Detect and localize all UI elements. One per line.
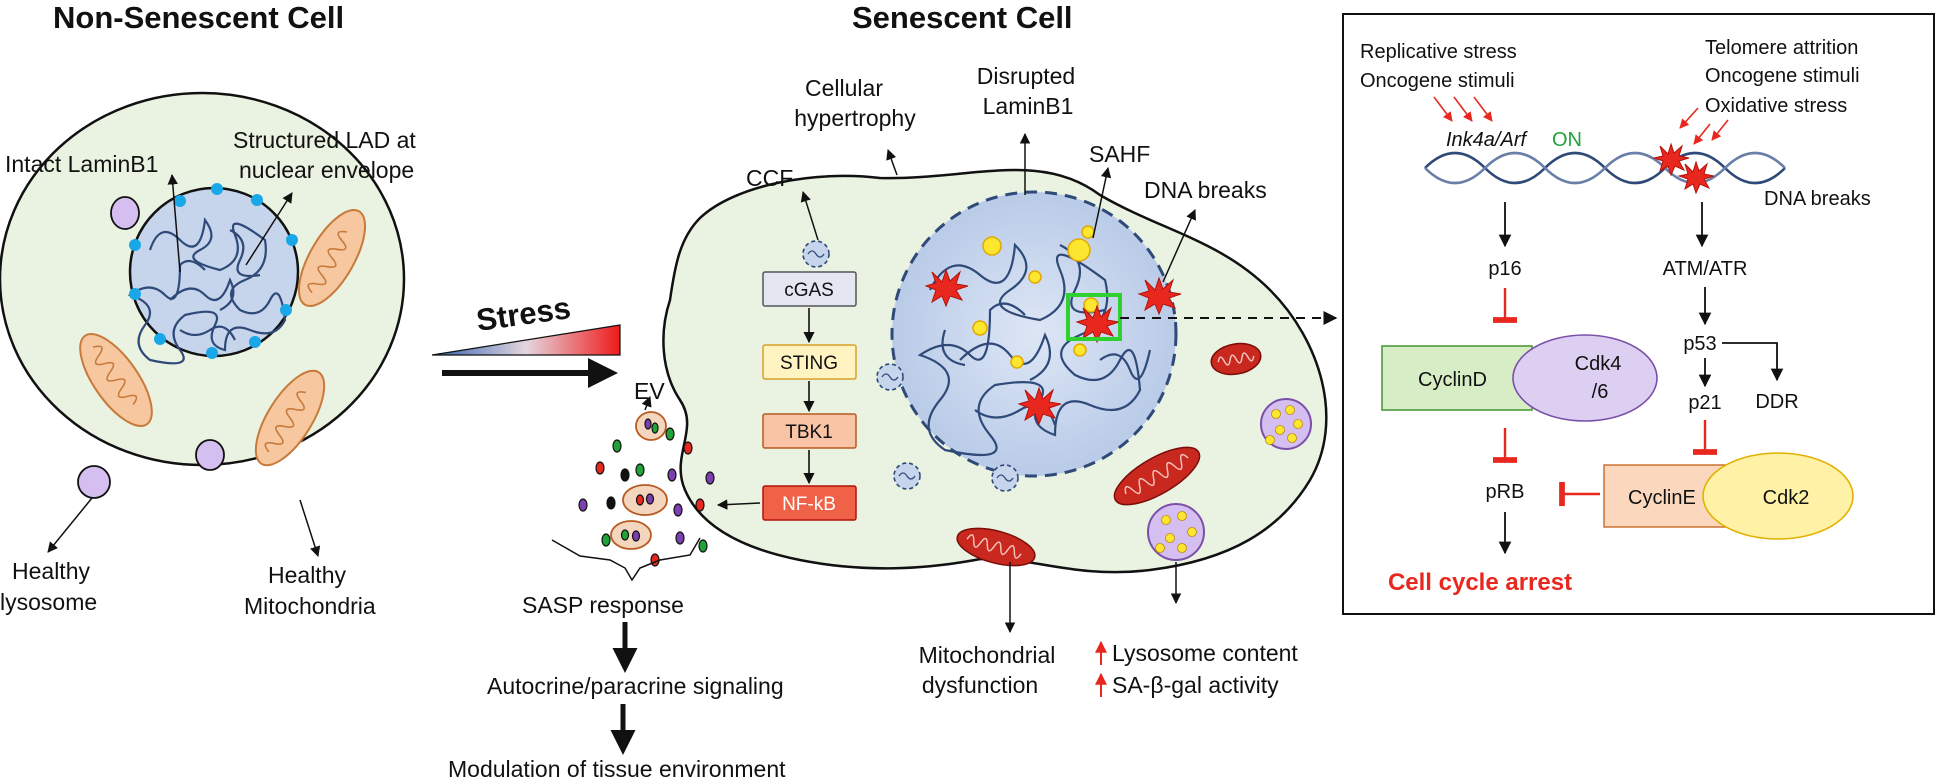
healthy-mito-label-line2: Mitochondria	[244, 593, 376, 619]
sting-label: STING	[780, 353, 838, 374]
atm-atr-label: ATM/ATR	[1663, 258, 1748, 280]
ddr-label: DDR	[1755, 391, 1798, 413]
disrupted-label-line2: LaminB1	[983, 93, 1074, 119]
dna-breaks-label: DNA breaks	[1144, 177, 1267, 203]
telomere-label: Telomere attrition	[1705, 37, 1858, 59]
chromatin-loops	[127, 217, 287, 365]
stress-gradient-wedge	[431, 324, 621, 356]
cdk2-ellipse	[1702, 452, 1854, 540]
senescent-title: Senescent Cell	[852, 0, 1073, 35]
cdk2-label: Cdk2	[1763, 487, 1810, 509]
cdk46-ellipse	[1512, 334, 1658, 422]
sahf-label: SAHF	[1089, 141, 1150, 167]
modulation-label: Modulation of tissue environment	[448, 756, 786, 782]
enlarged-lysosomes	[1147, 398, 1312, 561]
replicative-stress-label: Replicative stress	[1360, 41, 1517, 63]
healthy-lysosomes	[77, 196, 225, 499]
lysosome-content-label: Lysosome content	[1112, 640, 1298, 666]
on-label: ON	[1552, 129, 1582, 151]
signaling-label: Autocrine/paracrine signaling	[487, 673, 784, 699]
nfkb-box	[762, 485, 857, 521]
cdk46-label-line2: /6	[1592, 381, 1609, 403]
senescent-cell	[551, 132, 1338, 634]
stimulus-arrows	[1433, 96, 1729, 145]
mito-dysfunction-label-line1: Mitochondrial	[919, 642, 1056, 668]
p53-to-ddr-arrow	[1722, 342, 1784, 382]
dna-break-starbursts	[924, 268, 1182, 426]
oxidative-label: Oxidative stress	[1705, 95, 1847, 117]
ev-sasp-cluster	[551, 411, 761, 582]
healthy-lysosome-label-line1: Healthy	[12, 558, 90, 584]
ink4a-arf-label: Ink4a/Arf	[1446, 129, 1528, 151]
disrupted-chromatin	[917, 242, 1152, 457]
p53-label: p53	[1683, 333, 1716, 355]
sa-bgal-label: SA-β-gal activity	[1112, 672, 1279, 698]
tbk1-box	[762, 413, 857, 449]
p21-label: p21	[1688, 392, 1721, 414]
stress-indicator	[431, 324, 621, 388]
disrupted-label-line1: Disrupted	[977, 63, 1075, 89]
healthy-mito-label-line1: Healthy	[268, 562, 346, 588]
healthy-lysosome-label-line2: lysosome	[0, 589, 97, 615]
dna-helix	[1424, 151, 1786, 185]
dna-breaks-panel-label: DNA breaks	[1764, 188, 1871, 210]
intact-laminb1-label: Intact LaminB1	[5, 151, 158, 177]
structured-lad-label-line2: nuclear envelope	[239, 157, 414, 183]
structured-lad-label-line1: Structured LAD at	[233, 127, 416, 153]
ev-label: EV	[634, 378, 665, 404]
non-senescent-cell	[0, 91, 406, 557]
hypertrophy-label-line1: Cellular	[805, 75, 883, 101]
cgas-sting-pathway	[762, 271, 857, 521]
lamin-dots	[129, 183, 298, 359]
cdk46-label-line1: Cdk4	[1575, 353, 1622, 375]
oncogene-right-label: Oncogene stimuli	[1705, 65, 1860, 87]
helix-break-starbursts	[1652, 142, 1715, 195]
dysfunctional-mitochondria	[956, 342, 1262, 567]
cgas-box	[762, 271, 857, 307]
healthy-mitochondria	[79, 208, 367, 467]
cyclind-label: CyclinD	[1418, 369, 1487, 391]
oncogene-left-label: Oncogene stimuli	[1360, 70, 1515, 92]
prb-label: pRB	[1486, 481, 1525, 503]
cycline-label: CyclinE	[1628, 487, 1696, 509]
nfkb-label: NF-kB	[782, 494, 836, 515]
p16-label: p16	[1488, 258, 1521, 280]
ccf-label: CCF	[746, 165, 793, 191]
non-senescent-title: Non-Senescent Cell	[53, 0, 344, 35]
cell-cycle-arrest-label: Cell cycle arrest	[1388, 569, 1572, 596]
sting-box	[762, 344, 857, 380]
stress-label: Stress	[474, 290, 573, 338]
disrupted-nucleus	[890, 190, 1178, 478]
sasp-response-label: SASP response	[522, 592, 684, 618]
cgas-label: cGAS	[784, 280, 834, 301]
mito-dysfunction-label-line2: dysfunction	[922, 672, 1038, 698]
cyclind-box	[1381, 345, 1533, 411]
tbk1-label: TBK1	[785, 422, 833, 443]
hypertrophy-label-line2: hypertrophy	[794, 105, 916, 131]
